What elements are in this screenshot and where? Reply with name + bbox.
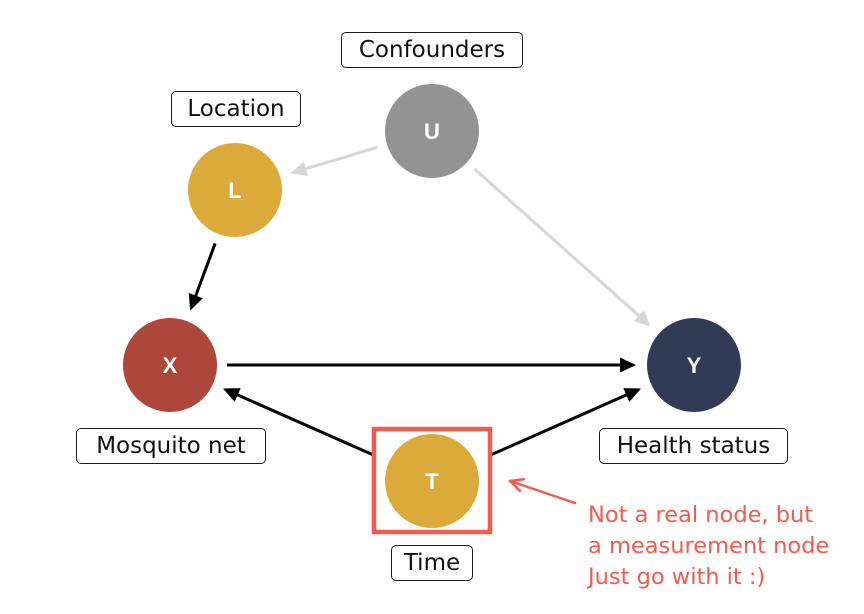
annotation-text: Not a real node, but a measurement node …: [588, 500, 829, 593]
node-label-mosquito-net: Mosquito net: [76, 428, 266, 464]
annotation-arrow-layer: [508, 478, 577, 505]
edge-line: [303, 145, 378, 171]
node-u: U: [385, 84, 479, 178]
edge-line: [193, 242, 217, 299]
nodes-layer: U L X Y T: [123, 84, 741, 528]
node-letter: Y: [687, 353, 702, 378]
node-x: X: [123, 318, 217, 412]
node-letter: U: [424, 119, 440, 144]
edge-line: [235, 392, 381, 460]
node-y: Y: [647, 318, 741, 412]
annotation-line-3: Just go with it :): [588, 564, 766, 590]
node-label-location: Location: [171, 91, 301, 127]
annotation-arrow-icon: [508, 478, 577, 505]
node-circle: [385, 434, 479, 528]
annotation-line-2: a measurement node: [588, 533, 830, 559]
node-label-time: Time: [391, 545, 473, 581]
arrowhead-icon: [620, 357, 636, 373]
edge-u-to-l: [290, 145, 378, 176]
arrowhead-icon: [223, 388, 241, 402]
node-circle: [123, 318, 217, 412]
node-l: L: [188, 143, 282, 237]
node-label-confounders: Confounders: [341, 32, 523, 68]
annotation-line-1: Not a real node, but: [588, 502, 814, 528]
arrowhead-icon: [188, 293, 203, 311]
edge-t-to-y: [483, 388, 641, 460]
node-circle: [188, 143, 282, 237]
edge-line: [473, 167, 642, 319]
node-letter: T: [425, 469, 439, 494]
arrowhead-icon: [290, 161, 309, 176]
edge-x-to-y: [227, 357, 636, 373]
node-circle: [385, 84, 479, 178]
node-letter: X: [163, 353, 178, 378]
arrowhead-icon: [633, 310, 651, 327]
node-letter: L: [228, 178, 241, 203]
node-circle: [647, 318, 741, 412]
arrowhead-icon: [623, 388, 641, 402]
edge-u-to-y: [473, 167, 651, 327]
node-t: T: [385, 434, 479, 528]
edge-l-to-x: [188, 242, 217, 311]
edge-t-to-x: [223, 388, 381, 460]
edges-layer: [188, 145, 651, 460]
node-label-health-status: Health status: [599, 428, 788, 464]
edge-line: [483, 392, 629, 460]
